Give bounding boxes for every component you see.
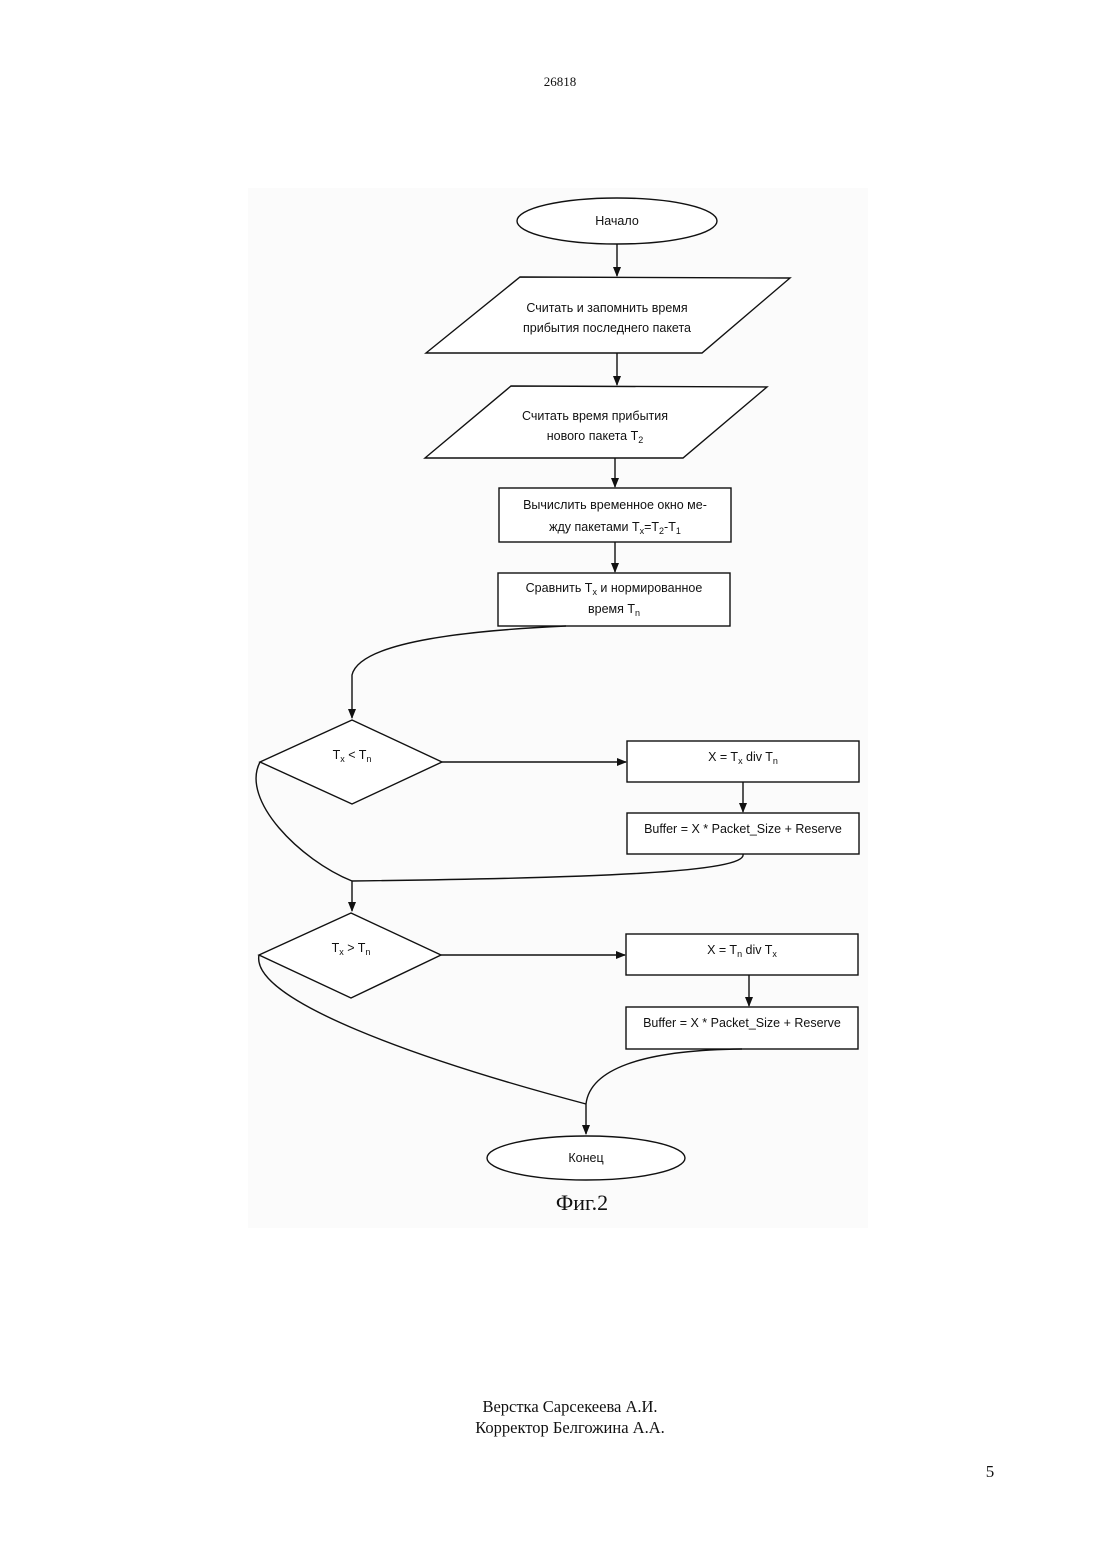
credits-block: Верстка Сарсекеева А.И. Корректор Белгож…	[340, 1396, 800, 1438]
compare-line1: Сравнить Tx и нормированное	[526, 581, 703, 597]
buffer2-process: Buffer = X * Packet_Size + Reserve	[626, 1007, 858, 1049]
read-new-line1: Считать время прибытия	[522, 409, 668, 423]
calc1-label: X = Tx div Tn	[708, 750, 778, 766]
decision1-label: Tx < Tn	[333, 748, 372, 764]
compute-window-process: Вычислить временное окно ме- жду пакетам…	[499, 488, 731, 542]
buffer2-label: Buffer = X * Packet_Size + Reserve	[643, 1016, 841, 1030]
read-last-line1: Считать и запомнить время	[526, 301, 687, 315]
figure-caption: Фиг.2	[500, 1190, 664, 1216]
compute-line1: Вычислить временное окно ме-	[523, 498, 707, 512]
start-terminal: Начало	[517, 198, 717, 244]
compare-line2: время Tn	[588, 602, 640, 618]
calc2-label: X = Tn div Tx	[707, 943, 777, 959]
read-last-line2: прибытия последнего пакета	[523, 321, 691, 335]
buffer1-label: Buffer = X * Packet_Size + Reserve	[644, 822, 842, 836]
calc-x-tn-div-tx: X = Tn div Tx	[626, 934, 858, 975]
buffer1-process: Buffer = X * Packet_Size + Reserve	[627, 813, 859, 854]
page-number: 5	[970, 1462, 1010, 1482]
compare-process: Сравнить Tx и нормированное время Tn	[498, 573, 730, 626]
read-new-line2: нового пакета T2	[547, 429, 644, 445]
end-terminal: Конец	[487, 1136, 685, 1180]
calc-x-tx-div-tn: X = Tx div Tn	[627, 741, 859, 782]
end-label: Конец	[568, 1151, 603, 1165]
start-label: Начало	[595, 214, 639, 228]
decision2-label: Tx > Tn	[332, 941, 371, 957]
corrector-credit: Корректор Белгожина А.А.	[340, 1417, 800, 1438]
layout-credit: Верстка Сарсекеева А.И.	[340, 1396, 800, 1417]
